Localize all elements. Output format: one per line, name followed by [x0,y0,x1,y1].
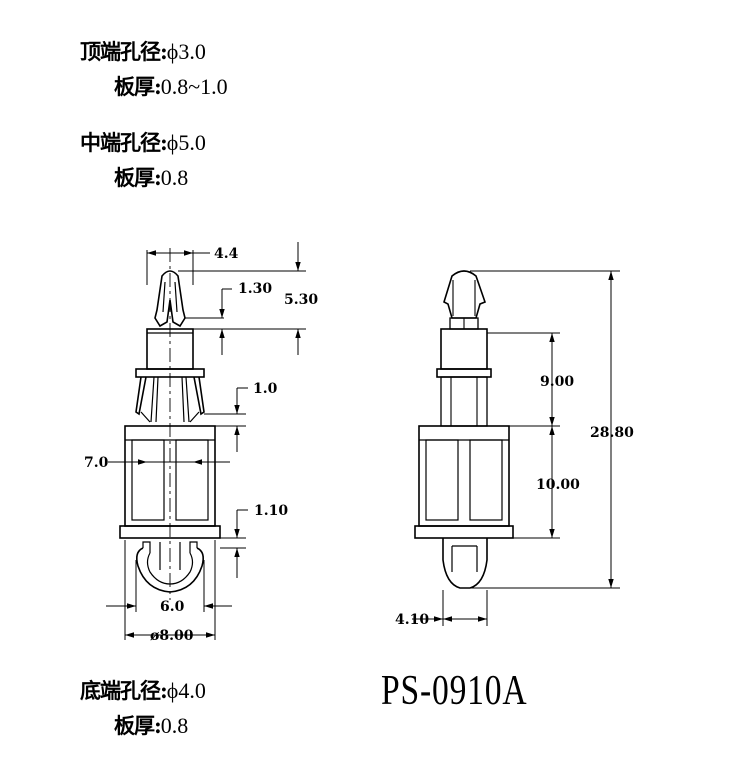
dim-8-00-label: ø8.00 [150,628,194,644]
middle-hole-spec: 中端孔径:ϕ5.0 [80,132,206,154]
front-view [119,248,221,600]
dim-7-0-label: 7.0 [84,455,109,471]
top-thickness-spec: 板厚:0.8~1.0 [114,76,228,98]
top-hole-label: 顶端孔径: [80,39,168,64]
side-dimensions [412,270,620,626]
middle-thickness-label: 板厚: [114,165,162,190]
middle-hole-label: 中端孔径: [80,130,168,155]
front-bottom-clip-inner [146,552,194,585]
dim-5-30-label: 5.30 [284,292,318,308]
dim-6-0-label: 6.0 [160,599,185,615]
side-body-window-left [425,439,459,521]
front-body-window-right [175,439,209,521]
side-collar [436,368,492,378]
front-leg-left-inner [150,376,159,423]
bottom-thickness-label: 板厚: [114,713,162,738]
dim-4-4-label: 4.4 [214,246,239,262]
top-hole-spec: 顶端孔径:ϕ3.0 [80,41,206,63]
bottom-thickness-value: 0.8 [160,713,189,738]
bottom-thickness-spec: 板厚:0.8 [114,715,188,737]
front-body-window-left [131,439,165,521]
middle-thickness-spec: 板厚:0.8 [114,167,188,189]
front-top-tip [154,270,186,328]
bottom-hole-label: 底端孔径: [80,678,168,703]
top-hole-value: ϕ3.0 [166,39,206,64]
dim-4-10-label: 4.10 [395,612,429,628]
top-thickness-value: 0.8~1.0 [160,74,228,99]
front-collar [135,368,205,378]
side-leg-region [440,376,488,427]
side-bottom-clip [442,538,488,589]
dim-9-00-label: 9.00 [540,374,574,390]
side-body [418,425,510,527]
middle-thickness-value: 0.8 [160,165,189,190]
front-leg-right-outer [193,376,205,416]
bottom-hole-value: ϕ4.0 [166,678,206,703]
middle-hole-value: ϕ5.0 [166,130,206,155]
dim-10-00-label: 10.00 [536,477,580,493]
bottom-hole-spec: 底端孔径:ϕ4.0 [80,680,206,702]
front-top-tip-slits [162,281,178,313]
front-leg-right-inner [181,376,190,423]
top-thickness-label: 板厚: [114,74,162,99]
side-top-tip-slits [452,280,476,316]
front-bottom-clip-outer [136,547,204,593]
side-neck [440,328,488,370]
dim-1-10-label: 1.10 [254,503,288,519]
front-leg-left-outer [135,376,147,416]
side-body-window-right [469,439,503,521]
model-number: PS-0910A [381,668,528,714]
dim-28-80-label: 28.80 [590,425,634,441]
front-dimensions [106,242,306,640]
side-bottom-flange [414,525,514,539]
side-top-tip [443,270,487,319]
side-view [414,270,514,589]
dim-1-0-label: 1.0 [253,381,278,397]
front-bottom-flange [119,525,221,539]
dim-1-30-label: 1.30 [238,281,272,297]
